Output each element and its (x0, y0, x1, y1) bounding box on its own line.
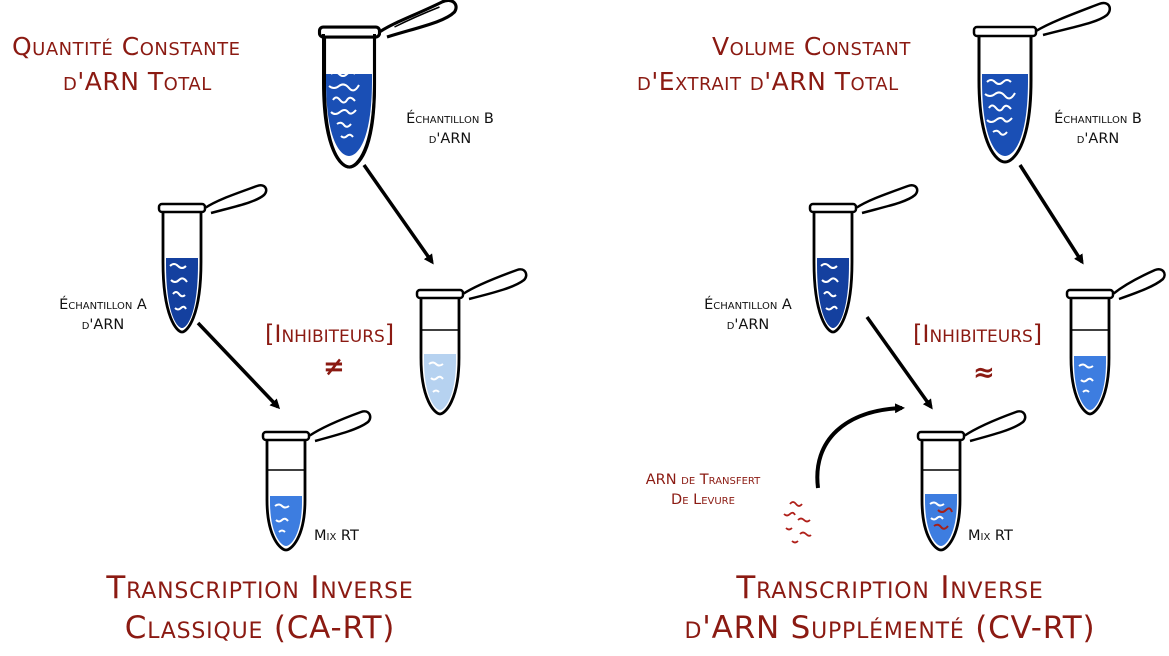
tube-sample-b-right (972, 1, 1111, 164)
tube-sample-a-right (808, 184, 919, 334)
arrow-b-to-inhibitors-right (1018, 164, 1084, 265)
arrow-b-to-inhibitors-left (362, 163, 434, 265)
right-sample-a-line2: d'ARN (726, 317, 770, 333)
left-inhibitors: [Inhibiteurs] (265, 320, 395, 348)
arrow-a-to-mix-left (196, 321, 281, 410)
right-title-line1: Transcription Inverse (736, 570, 1044, 606)
tube-sample-a-left (157, 184, 268, 334)
right-sample-a-line1: Échantillon A (704, 297, 792, 313)
left-header-line1: Quantité Constante (12, 32, 241, 61)
right-relation-symbol: ≈ (973, 358, 995, 388)
left-sample-a-line2: d'ARN (81, 317, 125, 333)
right-inhibitors: [Inhibiteurs] (913, 320, 1043, 348)
left-header-line2: d'ARN Total (63, 67, 212, 96)
tube-sample-b-left (317, 0, 458, 169)
arrow-a-to-mix-right (865, 315, 933, 410)
left-sample-a-line1: Échantillon A (59, 297, 147, 313)
left-sample-b-line1: Échantillon B (406, 111, 494, 127)
arrow-trna-to-mix (815, 403, 905, 489)
tube-inhibitors-left (415, 268, 528, 416)
left-mix-label: Mix RT (314, 528, 359, 544)
right-mix-label: Mix RT (968, 528, 1013, 544)
right-header-line2: d'Extrait d'ARN Total (637, 67, 899, 96)
right-title-line2: d'ARN Supplémenté (CV-RT) (684, 610, 1096, 646)
left-title-line2: Classique (CA-RT) (124, 610, 396, 646)
tube-mix-rt-left (261, 410, 372, 552)
tube-inhibitors-right (1065, 268, 1166, 416)
tube-mix-rt-right (916, 410, 1027, 552)
left-sample-b-line2: d'ARN (428, 131, 472, 147)
trna-icon (783, 501, 812, 544)
left-relation-symbol: ≠ (323, 352, 345, 382)
right-sample-b-line1: Échantillon B (1054, 111, 1142, 127)
right-trna-line1: ARN de Transfert (645, 472, 761, 488)
right-header-line1: Volume Constant (712, 32, 911, 61)
right-sample-b-line2: d'ARN (1076, 131, 1120, 147)
right-trna-line2: De Levure (671, 492, 735, 508)
left-title-line1: Transcription Inverse (106, 570, 414, 606)
